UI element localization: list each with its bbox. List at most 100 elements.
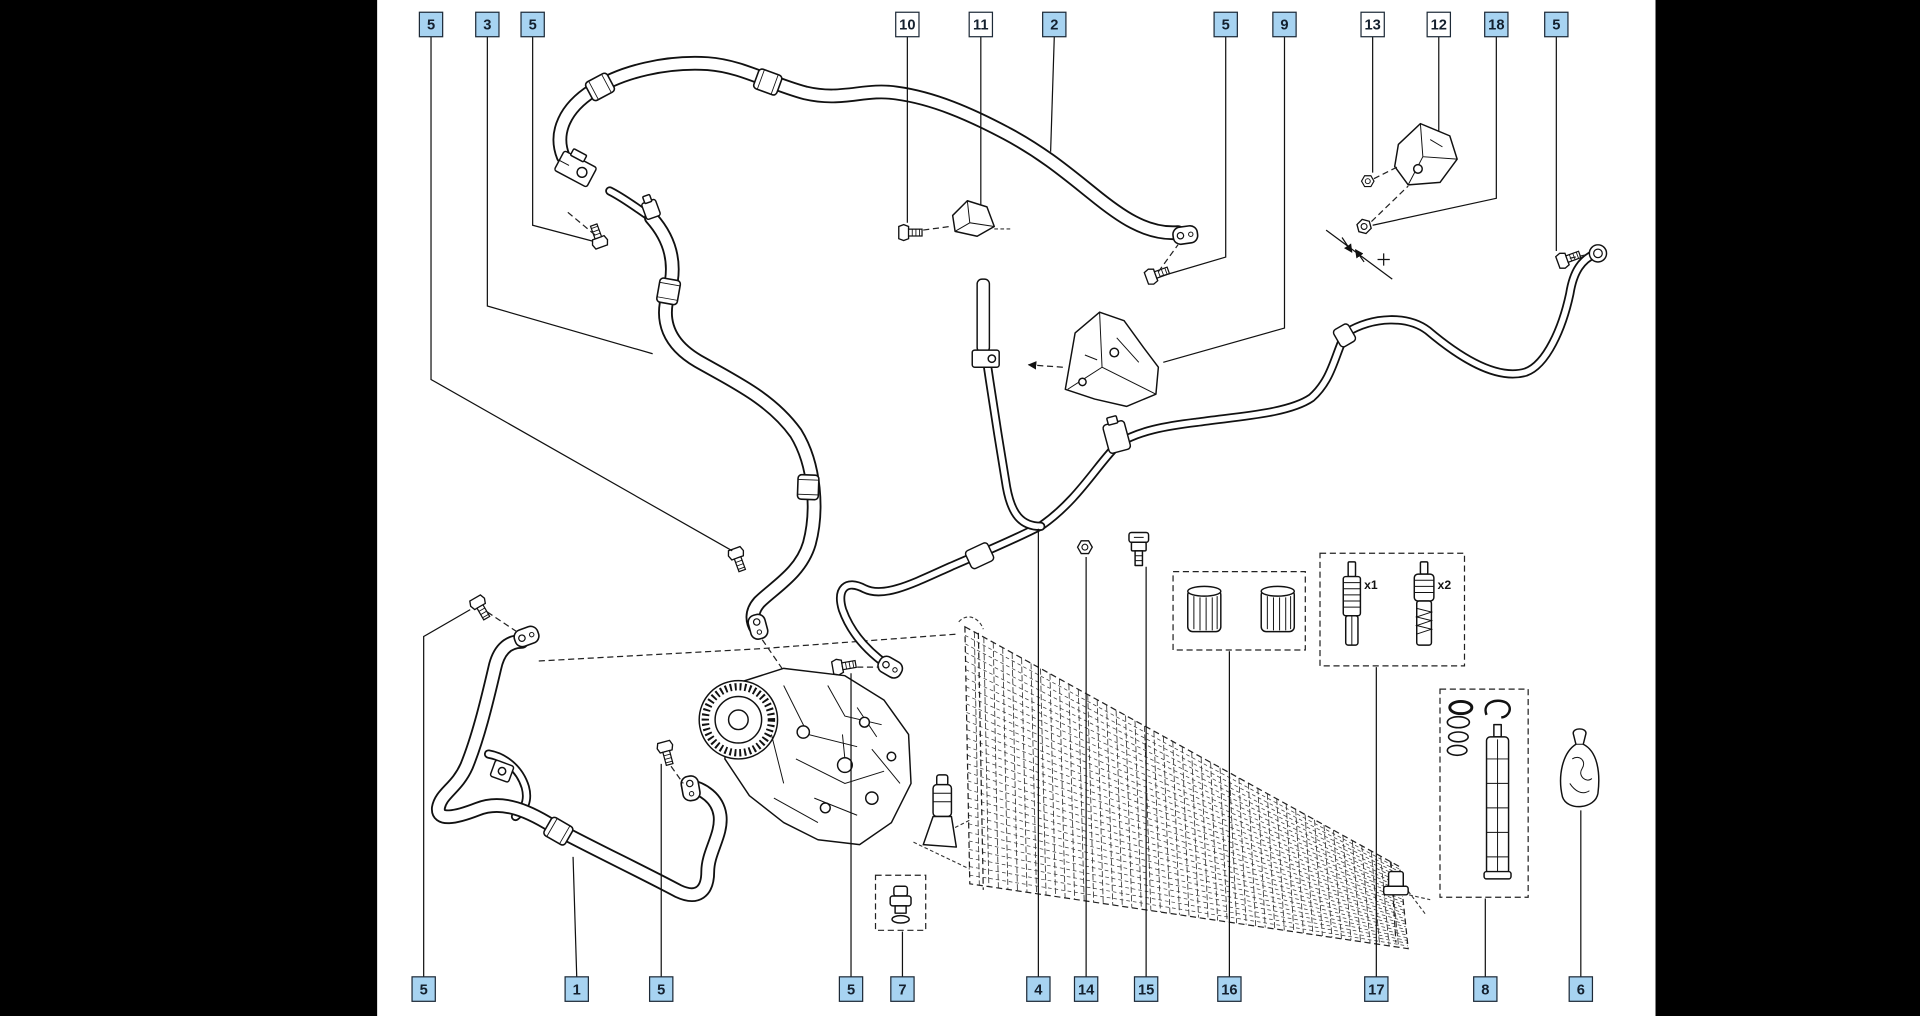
callout-label: 5: [648, 976, 674, 1002]
condenser-fin-row: [966, 729, 1404, 900]
callout-label: 8: [1473, 976, 1498, 1002]
service-cap: [1187, 585, 1222, 633]
callout-label: 5: [838, 976, 864, 1002]
svg-text:18: 18: [1488, 18, 1504, 34]
bracket-9: [1064, 311, 1160, 408]
o-ring-set: [1446, 699, 1474, 757]
leader-line: [1372, 36, 1497, 226]
condenser-fin-row: [969, 874, 1408, 947]
assembly-line: [670, 765, 684, 784]
hose-1: [438, 623, 720, 894]
condenser-fin-column: [983, 637, 990, 887]
condenser-fin-column: [1049, 673, 1056, 897]
callout-label: 7: [890, 976, 915, 1002]
bracket-12: [1393, 122, 1458, 186]
condenser-fin-column: [1068, 684, 1076, 900]
condenser-fin-column: [1247, 783, 1257, 927]
pipe-collar: [964, 542, 995, 570]
pipe-end-ring: [1588, 244, 1608, 263]
leader-line: [1159, 36, 1227, 278]
svg-text:8: 8: [1481, 982, 1489, 998]
svg-text:12: 12: [1431, 18, 1447, 34]
condenser-fin-row: [967, 754, 1404, 909]
assembly-line: [1157, 244, 1179, 273]
condenser-fin-column: [1333, 830, 1342, 939]
condenser-fin-column: [1295, 809, 1304, 934]
condenser-fin-row: [967, 763, 1405, 911]
pipe-block-fitting: [1102, 415, 1132, 454]
condenser-fin-column: [1323, 824, 1333, 938]
leader-line: [572, 856, 578, 977]
hose-sleeve: [655, 276, 682, 306]
condenser-fitting: [1382, 870, 1409, 896]
quantity-mark: x2: [1438, 578, 1452, 592]
svg-text:5: 5: [1222, 18, 1230, 34]
callout-label: 5: [520, 11, 545, 38]
clip-11: [951, 200, 996, 237]
hose-end-flange: [1171, 224, 1200, 247]
condenser-fin-column: [1030, 663, 1037, 894]
condenser-fin-row: [969, 866, 1408, 944]
callout-label: 14: [1073, 976, 1099, 1002]
hose-3: [610, 191, 819, 642]
service-cap: [1260, 585, 1296, 633]
assembly-line: [1371, 165, 1409, 223]
callout-label: 15: [1133, 976, 1159, 1002]
svg-text:1: 1: [573, 982, 581, 998]
condenser-fin-row: [966, 712, 1403, 895]
callout-label: 16: [1217, 976, 1242, 1002]
assembly-line: [538, 633, 958, 662]
hose-junction-block: [489, 759, 515, 783]
svg-text:9: 9: [1280, 18, 1288, 34]
circlip: [1484, 699, 1511, 719]
valve-kit-7: [874, 874, 927, 931]
svg-text:5: 5: [847, 982, 855, 998]
nut-13: [1360, 175, 1375, 188]
cap-kit-16: [1172, 571, 1306, 651]
condenser-outline: [964, 625, 1409, 950]
condenser-fin-column: [1191, 751, 1199, 918]
sensor-rod: [976, 278, 991, 354]
pipe-collar: [1332, 323, 1357, 348]
svg-text:4: 4: [1034, 982, 1043, 998]
condenser-fin-column: [1257, 788, 1266, 928]
svg-text:5: 5: [529, 18, 537, 34]
condenser-fin-column: [1210, 762, 1218, 921]
svg-text:11: 11: [973, 18, 989, 34]
svg-text:14: 14: [1078, 982, 1095, 998]
assembly-line: [913, 225, 951, 232]
callout-label: 2: [1042, 11, 1067, 38]
callout-label: 18: [1484, 11, 1509, 38]
condenser-fin-column: [973, 631, 980, 886]
leader-line: [1050, 36, 1055, 152]
leader-lines: [423, 36, 1582, 977]
rod-clamp: [971, 349, 1000, 368]
valve-core-kit-17: x1 x2: [1319, 552, 1466, 667]
callout-label: 6: [1568, 976, 1594, 1002]
svg-text:16: 16: [1221, 982, 1237, 998]
condenser-fin-row: [967, 780, 1405, 917]
condenser-fin-column: [1342, 835, 1352, 941]
condenser-fin-column: [1181, 746, 1190, 917]
callout-label: 1: [564, 976, 589, 1002]
svg-text:5: 5: [420, 982, 428, 998]
kit-box: [874, 874, 927, 931]
condenser-fin-column: [1021, 658, 1028, 893]
valve-cap-15: [1128, 531, 1150, 567]
callout-label: 3: [475, 11, 500, 38]
callout-label: 5: [1544, 11, 1569, 38]
quantity-mark: x1: [1364, 578, 1378, 592]
leader-line: [430, 36, 733, 552]
callout-label: 10: [895, 11, 920, 38]
condenser-fin-column: [1238, 777, 1247, 925]
svg-text:17: 17: [1368, 982, 1384, 998]
condenser-fin-column: [1370, 850, 1381, 945]
alignment-mark: [1325, 229, 1393, 280]
hose-block-fitting: [554, 148, 597, 188]
leader-line: [486, 36, 653, 355]
callout-label: 9: [1272, 11, 1297, 38]
dehydrator-kit-8: [1439, 688, 1529, 898]
kit-box: [1439, 688, 1529, 898]
valve-core: [1413, 561, 1435, 646]
